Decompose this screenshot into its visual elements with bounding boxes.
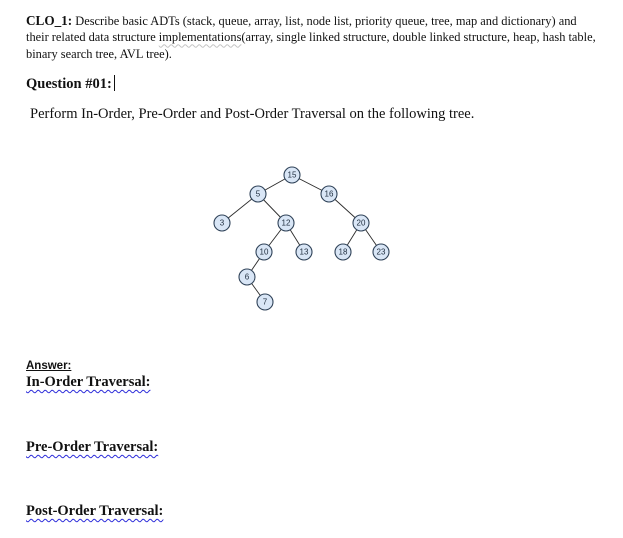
tree-node-5: 5 [249,185,267,203]
svg-text:6: 6 [245,273,250,282]
svg-text:23: 23 [377,248,386,257]
in-order-traversal-label: In-Order Traversal: [26,374,151,390]
pre-order-traversal-label: Pre-Order Traversal: [26,439,159,455]
question-heading: Question #01: [26,75,115,93]
question-prompt: Perform In-Order, Pre-Order and Post-Ord… [30,106,475,122]
tree-node-20: 20 [352,214,370,232]
svg-text:20: 20 [357,219,366,228]
tree-node-23: 23 [372,243,390,261]
svg-text:12: 12 [282,219,291,228]
clo-text-after: (array, single linked structure, double … [26,30,596,61]
question-label: Question #01: [26,76,112,92]
tree-node-12: 12 [277,214,295,232]
answer-label: Answer: [26,360,72,372]
svg-text:5: 5 [256,190,261,199]
tree-node-7: 7 [256,293,274,311]
tree-node-16: 16 [320,185,338,203]
tree-node-13: 13 [295,243,313,261]
post-order-traversal-label: Post-Order Traversal: [26,503,164,519]
svg-text:7: 7 [263,298,268,307]
tree-node-15: 15 [283,166,301,184]
svg-text:10: 10 [260,248,269,257]
svg-text:3: 3 [220,219,225,228]
tree-node-18: 18 [334,243,352,261]
svg-text:18: 18 [339,248,348,257]
spellcheck-flagged-word: implementations [158,30,242,45]
text-cursor[interactable] [113,75,115,91]
svg-text:15: 15 [288,171,297,180]
tree-node-6: 6 [238,268,256,286]
clo-text-before: Describe basic ADTs (stack, queue, array… [26,14,577,45]
svg-text:16: 16 [325,190,334,199]
clo-statement: CLO_1: Describe basic ADTs (stack, queue… [26,13,601,62]
tree-node-3: 3 [213,214,231,232]
tree-node-10: 10 [255,243,273,261]
svg-text:13: 13 [300,248,309,257]
clo-label: CLO_1: [26,13,73,28]
